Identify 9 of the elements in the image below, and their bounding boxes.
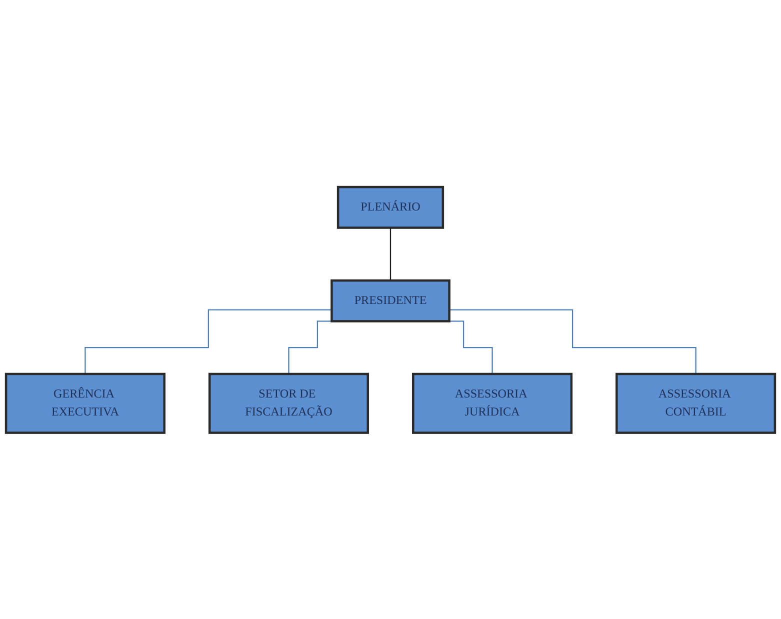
connector	[390, 226, 392, 281]
node-box: GERÊNCIA EXECUTIVA	[4, 372, 166, 434]
connector	[449, 308, 696, 374]
connector	[84, 308, 332, 374]
node-box: PLENÁRIO	[336, 186, 444, 228]
node-box: ASSESSORIA JURÍDICA	[412, 372, 573, 434]
node-box: ASSESSORIA CONTÁBIL	[616, 372, 776, 434]
node-box: PRESIDENTE	[330, 278, 450, 322]
node-box: SETOR DE FISCALIZAÇÃO	[208, 372, 370, 434]
